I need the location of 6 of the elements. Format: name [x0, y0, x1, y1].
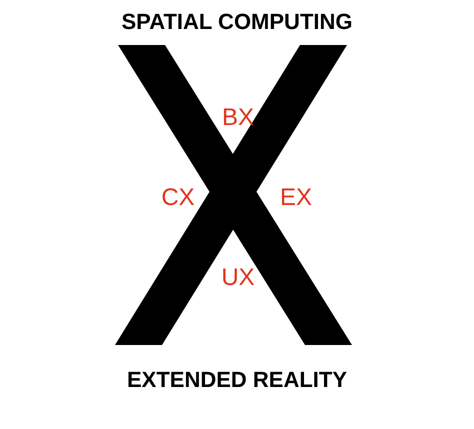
- heading: SPATIAL COMPUTING: [122, 11, 352, 33]
- category-label: UX: [221, 266, 255, 290]
- heading: EXTENDED REALITY: [126, 369, 348, 391]
- category-label: EX: [280, 186, 312, 210]
- category-label: CX: [161, 186, 195, 210]
- category-label: BX: [222, 106, 254, 130]
